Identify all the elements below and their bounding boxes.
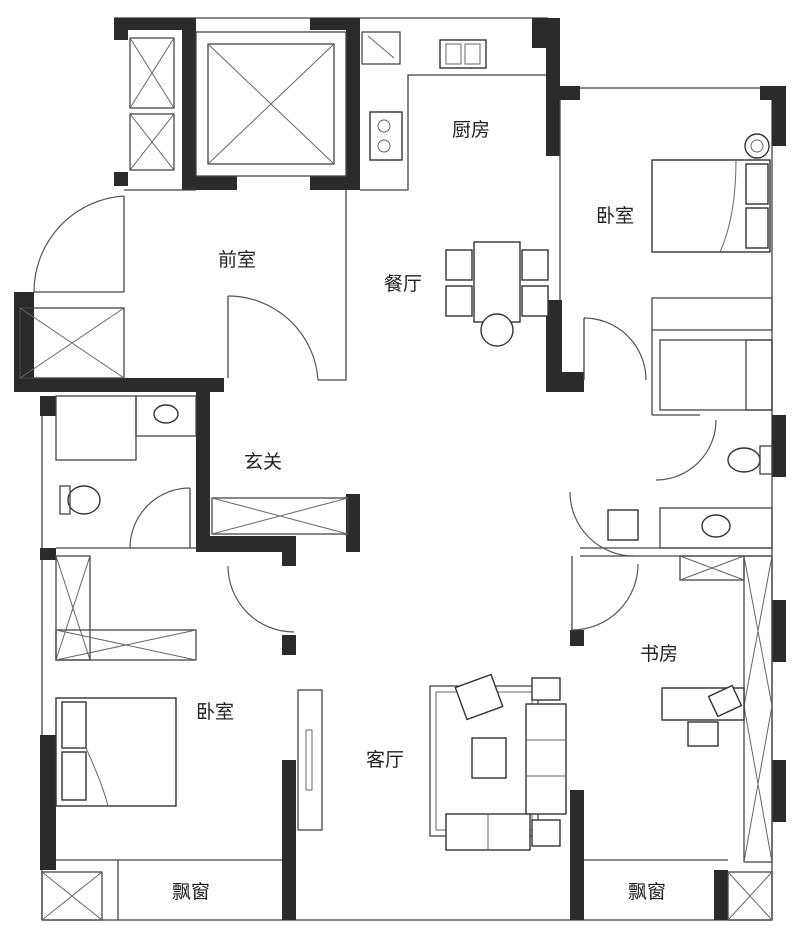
- entrance-cabinet: [211, 497, 349, 633]
- label-bedroom-ne: 卧室: [596, 205, 634, 227]
- label-entrance: 玄关: [244, 451, 282, 473]
- east-bathroom: [569, 339, 773, 557]
- label-bay-window-left: 飘窗: [172, 881, 210, 903]
- label-front-hall: 前室: [218, 249, 256, 271]
- label-bedroom-sw: 卧室: [196, 701, 234, 723]
- label-kitchen: 厨房: [452, 119, 490, 141]
- kitchen-fixtures: [361, 31, 487, 161]
- study: [584, 555, 773, 863]
- label-dining: 餐厅: [384, 273, 422, 295]
- living-room: [297, 556, 639, 851]
- label-bay-window-right: 飘窗: [628, 881, 666, 903]
- ne-bedroom: [559, 100, 773, 415]
- front-hall-door: [33, 189, 196, 293]
- label-study: 书房: [640, 643, 678, 665]
- sw-bedroom: [55, 555, 282, 920]
- shafts: [19, 31, 773, 921]
- walls: [14, 18, 786, 920]
- dining-table: [445, 241, 549, 347]
- room-labels: 前室 厨房 餐厅 卧室 玄关 卧室 客厅 书房 飘窗 飘窗: [172, 119, 678, 903]
- west-bathroom: [55, 395, 197, 549]
- label-living: 客厅: [366, 749, 404, 771]
- front-hall-lines: [227, 74, 546, 381]
